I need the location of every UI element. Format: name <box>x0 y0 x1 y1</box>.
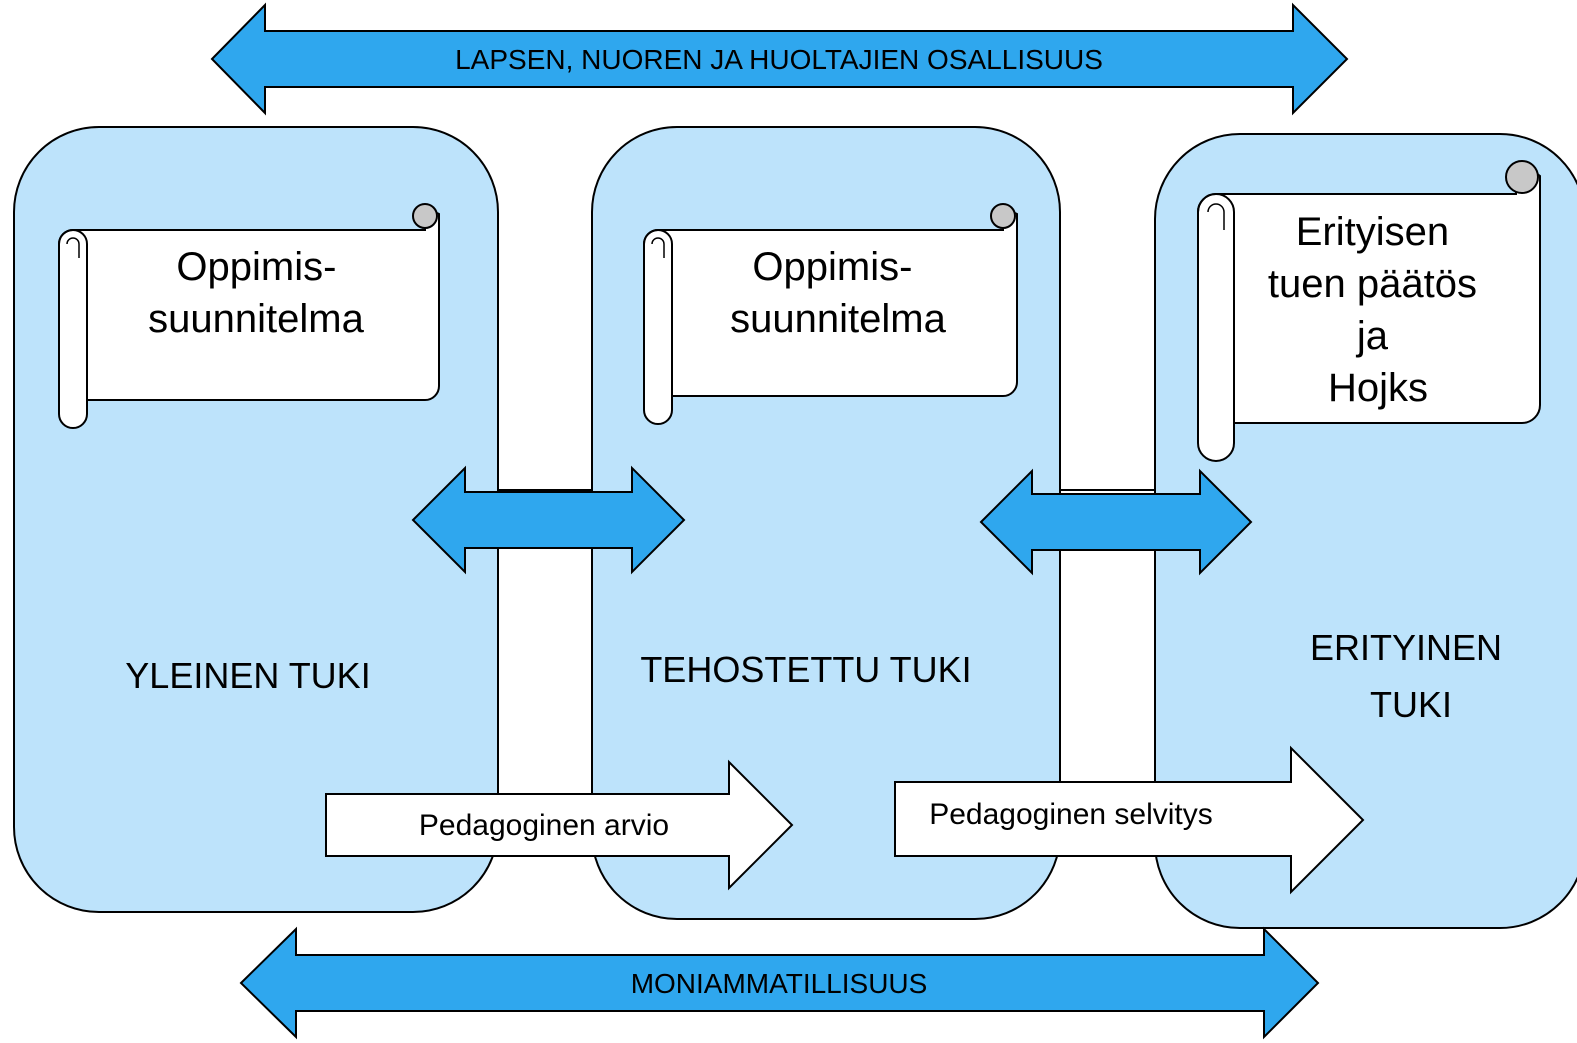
panel-label-erityinen-line-2: TUKI <box>1370 684 1452 725</box>
scroll-oppimissuunnitelma-1: Oppimis- suunnitelma <box>58 203 440 429</box>
pedagoginen-selvitys-label: Pedagoginen selvitys <box>929 798 1213 831</box>
scroll-1-line-1: Oppimis- <box>176 245 336 289</box>
svg-text:ERITYINEN TUKI: ERITYINEN TUKI <box>1310 627 1512 725</box>
arrow-pedagoginen-selvitys: Pedagoginen selvitys <box>894 745 1365 895</box>
pedagoginen-arvio-label: Pedagoginen arvio <box>419 809 669 842</box>
svg-text:Oppimis- suunnitelma: Oppimis- suunnitelma <box>148 245 364 341</box>
scroll-oppimissuunnitelma-2: Oppimis- suunnitelma <box>643 203 1018 425</box>
panel-label-yleinen-tuki: YLEINEN TUKI <box>125 655 370 696</box>
scroll-3-line-2: tuen päätös <box>1268 262 1477 306</box>
scroll-3-line-4: Hojks <box>1328 366 1428 410</box>
svg-text:Oppimis- suunnitelma: Oppimis- suunnitelma <box>730 245 946 341</box>
panel-label-tehostettu-tuki: TEHOSTETTU TUKI <box>640 649 971 690</box>
double-arrow-2-3 <box>979 468 1253 576</box>
double-arrow-1-2 <box>411 465 686 575</box>
scroll-2-line-2: suunnitelma <box>730 297 946 341</box>
bottom-double-arrow: MONIAMMATILLISUUS <box>239 926 1320 1040</box>
scroll-3-line-1: Erityisen <box>1296 210 1449 254</box>
panel-label-erityinen-line-1: ERITYINEN <box>1310 627 1502 668</box>
scroll-3-line-3: ja <box>1356 314 1389 358</box>
top-double-arrow: LAPSEN, NUOREN JA HUOLTAJIEN OSALLISUUS <box>210 2 1349 116</box>
scroll-1-line-2: suunnitelma <box>148 297 364 341</box>
svg-text:Erityisen tuen päätös: Erityisen tuen päätös ja Hojks <box>1268 210 1488 410</box>
scroll-2-line-1: Oppimis- <box>752 245 912 289</box>
scroll-erityisen-tuen-paatos: Erityisen tuen päätös ja Hojks <box>1197 160 1541 462</box>
top-arrow-label: LAPSEN, NUOREN JA HUOLTAJIEN OSALLISUUS <box>455 44 1103 75</box>
arrow-pedagoginen-arvio: Pedagoginen arvio <box>325 759 794 891</box>
bottom-arrow-label: MONIAMMATILLISUUS <box>631 968 928 999</box>
